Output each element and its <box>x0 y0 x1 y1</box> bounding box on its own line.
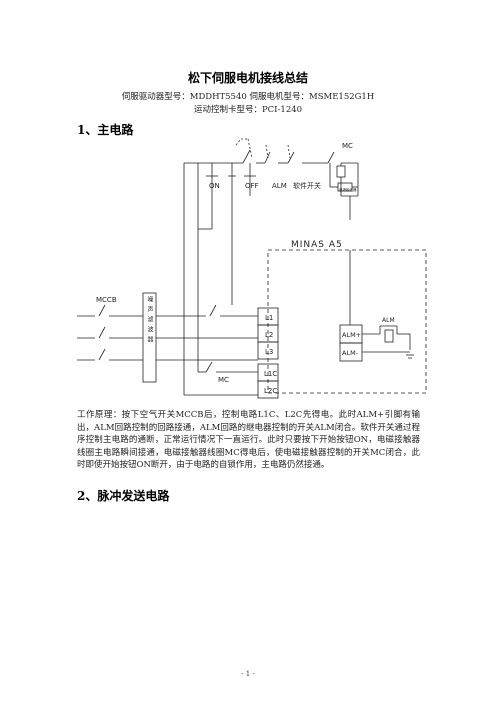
on-label: ON <box>209 182 220 190</box>
suppressor-label: 浪涌吸收器 <box>339 187 357 192</box>
mc-top-label: MC <box>342 142 353 150</box>
terminal-l2c: L2C <box>264 387 277 395</box>
minas-label: MINAS A5 <box>291 240 343 250</box>
noise-filter-label: 噪声滤波器 <box>146 296 153 346</box>
working-principle-paragraph: 工作原理：按下空气开关MCCB后，控制电路L1C、L2C先得电。此时ALM+引脚… <box>77 410 420 470</box>
section-heading-main-circuit: 1、主电路 <box>77 123 134 137</box>
mc-bottom-label: MC <box>218 376 229 384</box>
page-number: - 1 - <box>241 670 255 678</box>
mccb-label: MCCB <box>96 296 117 304</box>
alm-minus-terminal: ALM- <box>342 349 359 357</box>
alm-relay-label: ALM <box>382 317 395 324</box>
terminal-l1: L1 <box>265 314 273 322</box>
off-label: OFF <box>245 182 259 190</box>
terminal-l1c: L1C <box>264 370 277 378</box>
section-heading-pulse-circuit: 2、脉冲发送电路 <box>77 489 170 503</box>
alm-switch-label: ALM <box>272 182 287 190</box>
terminal-l2: L2 <box>265 331 273 339</box>
terminal-l3: L3 <box>265 348 273 356</box>
driver-motor-models: 伺服驱动器型号：MDDHT5540 伺服电机型号：MSME152G1H <box>121 92 375 102</box>
alm-plus-terminal: ALM+ <box>342 331 361 339</box>
motion-card-model: 运动控制卡型号：PCI-1240 <box>193 105 303 115</box>
soft-switch-label: 软件开关 <box>293 181 321 190</box>
document-title: 松下伺服电机接线总结 <box>187 71 308 85</box>
